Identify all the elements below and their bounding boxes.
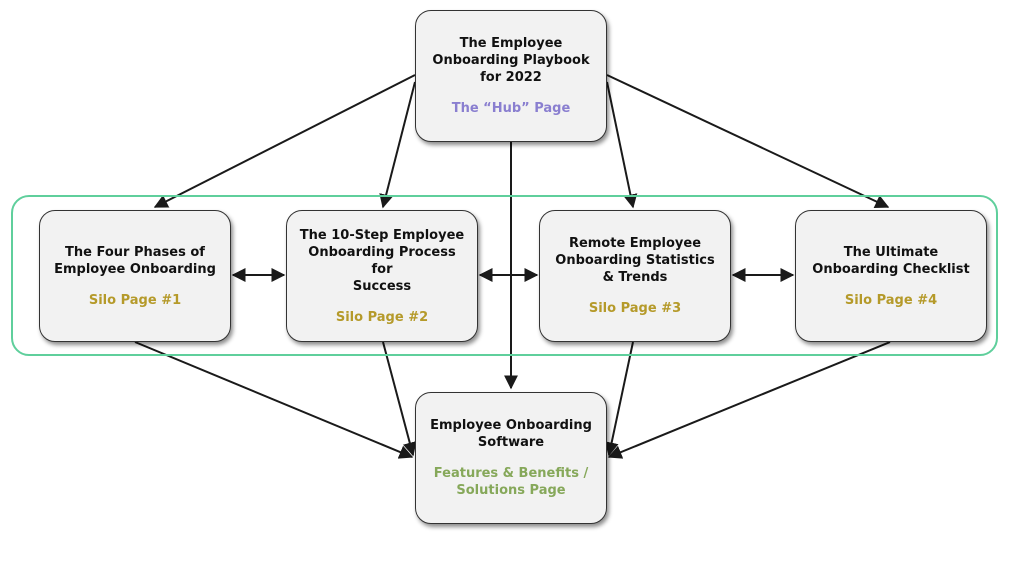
arrow-hub-to-silo3	[606, 81, 638, 209]
arrow-hub-to-silo2	[379, 81, 416, 209]
arrow-silo1-to-money	[134, 341, 414, 459]
hub-page-label: The “Hub” Page	[451, 101, 571, 116]
silo-page-3-node[interactable]: Remote Employee Onboarding Statistics & …	[539, 210, 731, 342]
arrow-silo3-to-money	[604, 341, 634, 457]
hub-page-node[interactable]: The Employee Onboarding Playbook for 202…	[415, 10, 607, 142]
silo-page-3-title: Remote Employee Onboarding Statistics & …	[555, 236, 715, 285]
arrow-hub-to-silo1	[153, 74, 416, 208]
solutions-page-title: Employee Onboarding Software	[430, 418, 592, 450]
hub-page-title: The Employee Onboarding Playbook for 202…	[432, 36, 590, 85]
silo-page-1-title: The Four Phases of Employee Onboarding	[54, 244, 216, 277]
silo-page-1-node[interactable]: The Four Phases of Employee Onboarding S…	[39, 210, 231, 342]
silo-page-4-node[interactable]: The Ultimate Onboarding Checklist Silo P…	[795, 210, 987, 342]
arrow-silo4-to-money	[607, 341, 891, 459]
silo-page-2-node[interactable]: The 10-Step Employee Onboarding Process …	[286, 210, 478, 342]
silo-page-4-title: The Ultimate Onboarding Checklist	[812, 244, 970, 277]
silo-page-3-label: Silo Page #3	[588, 301, 682, 316]
silo-page-2-label: Silo Page #2	[335, 309, 429, 325]
solutions-page-label: Features & Benefits / Solutions Page	[433, 466, 589, 498]
arrow-silo2-to-money	[382, 341, 417, 457]
silo-page-1-label: Silo Page #1	[88, 292, 182, 308]
silo-page-2-title: The 10-Step Employee Onboarding Process …	[299, 227, 465, 294]
silo-page-4-label: Silo Page #4	[844, 292, 938, 308]
solutions-page-node[interactable]: Employee Onboarding Software Features & …	[415, 392, 607, 524]
arrow-hub-to-silo4	[606, 74, 890, 208]
silo-group-frame	[11, 195, 998, 356]
